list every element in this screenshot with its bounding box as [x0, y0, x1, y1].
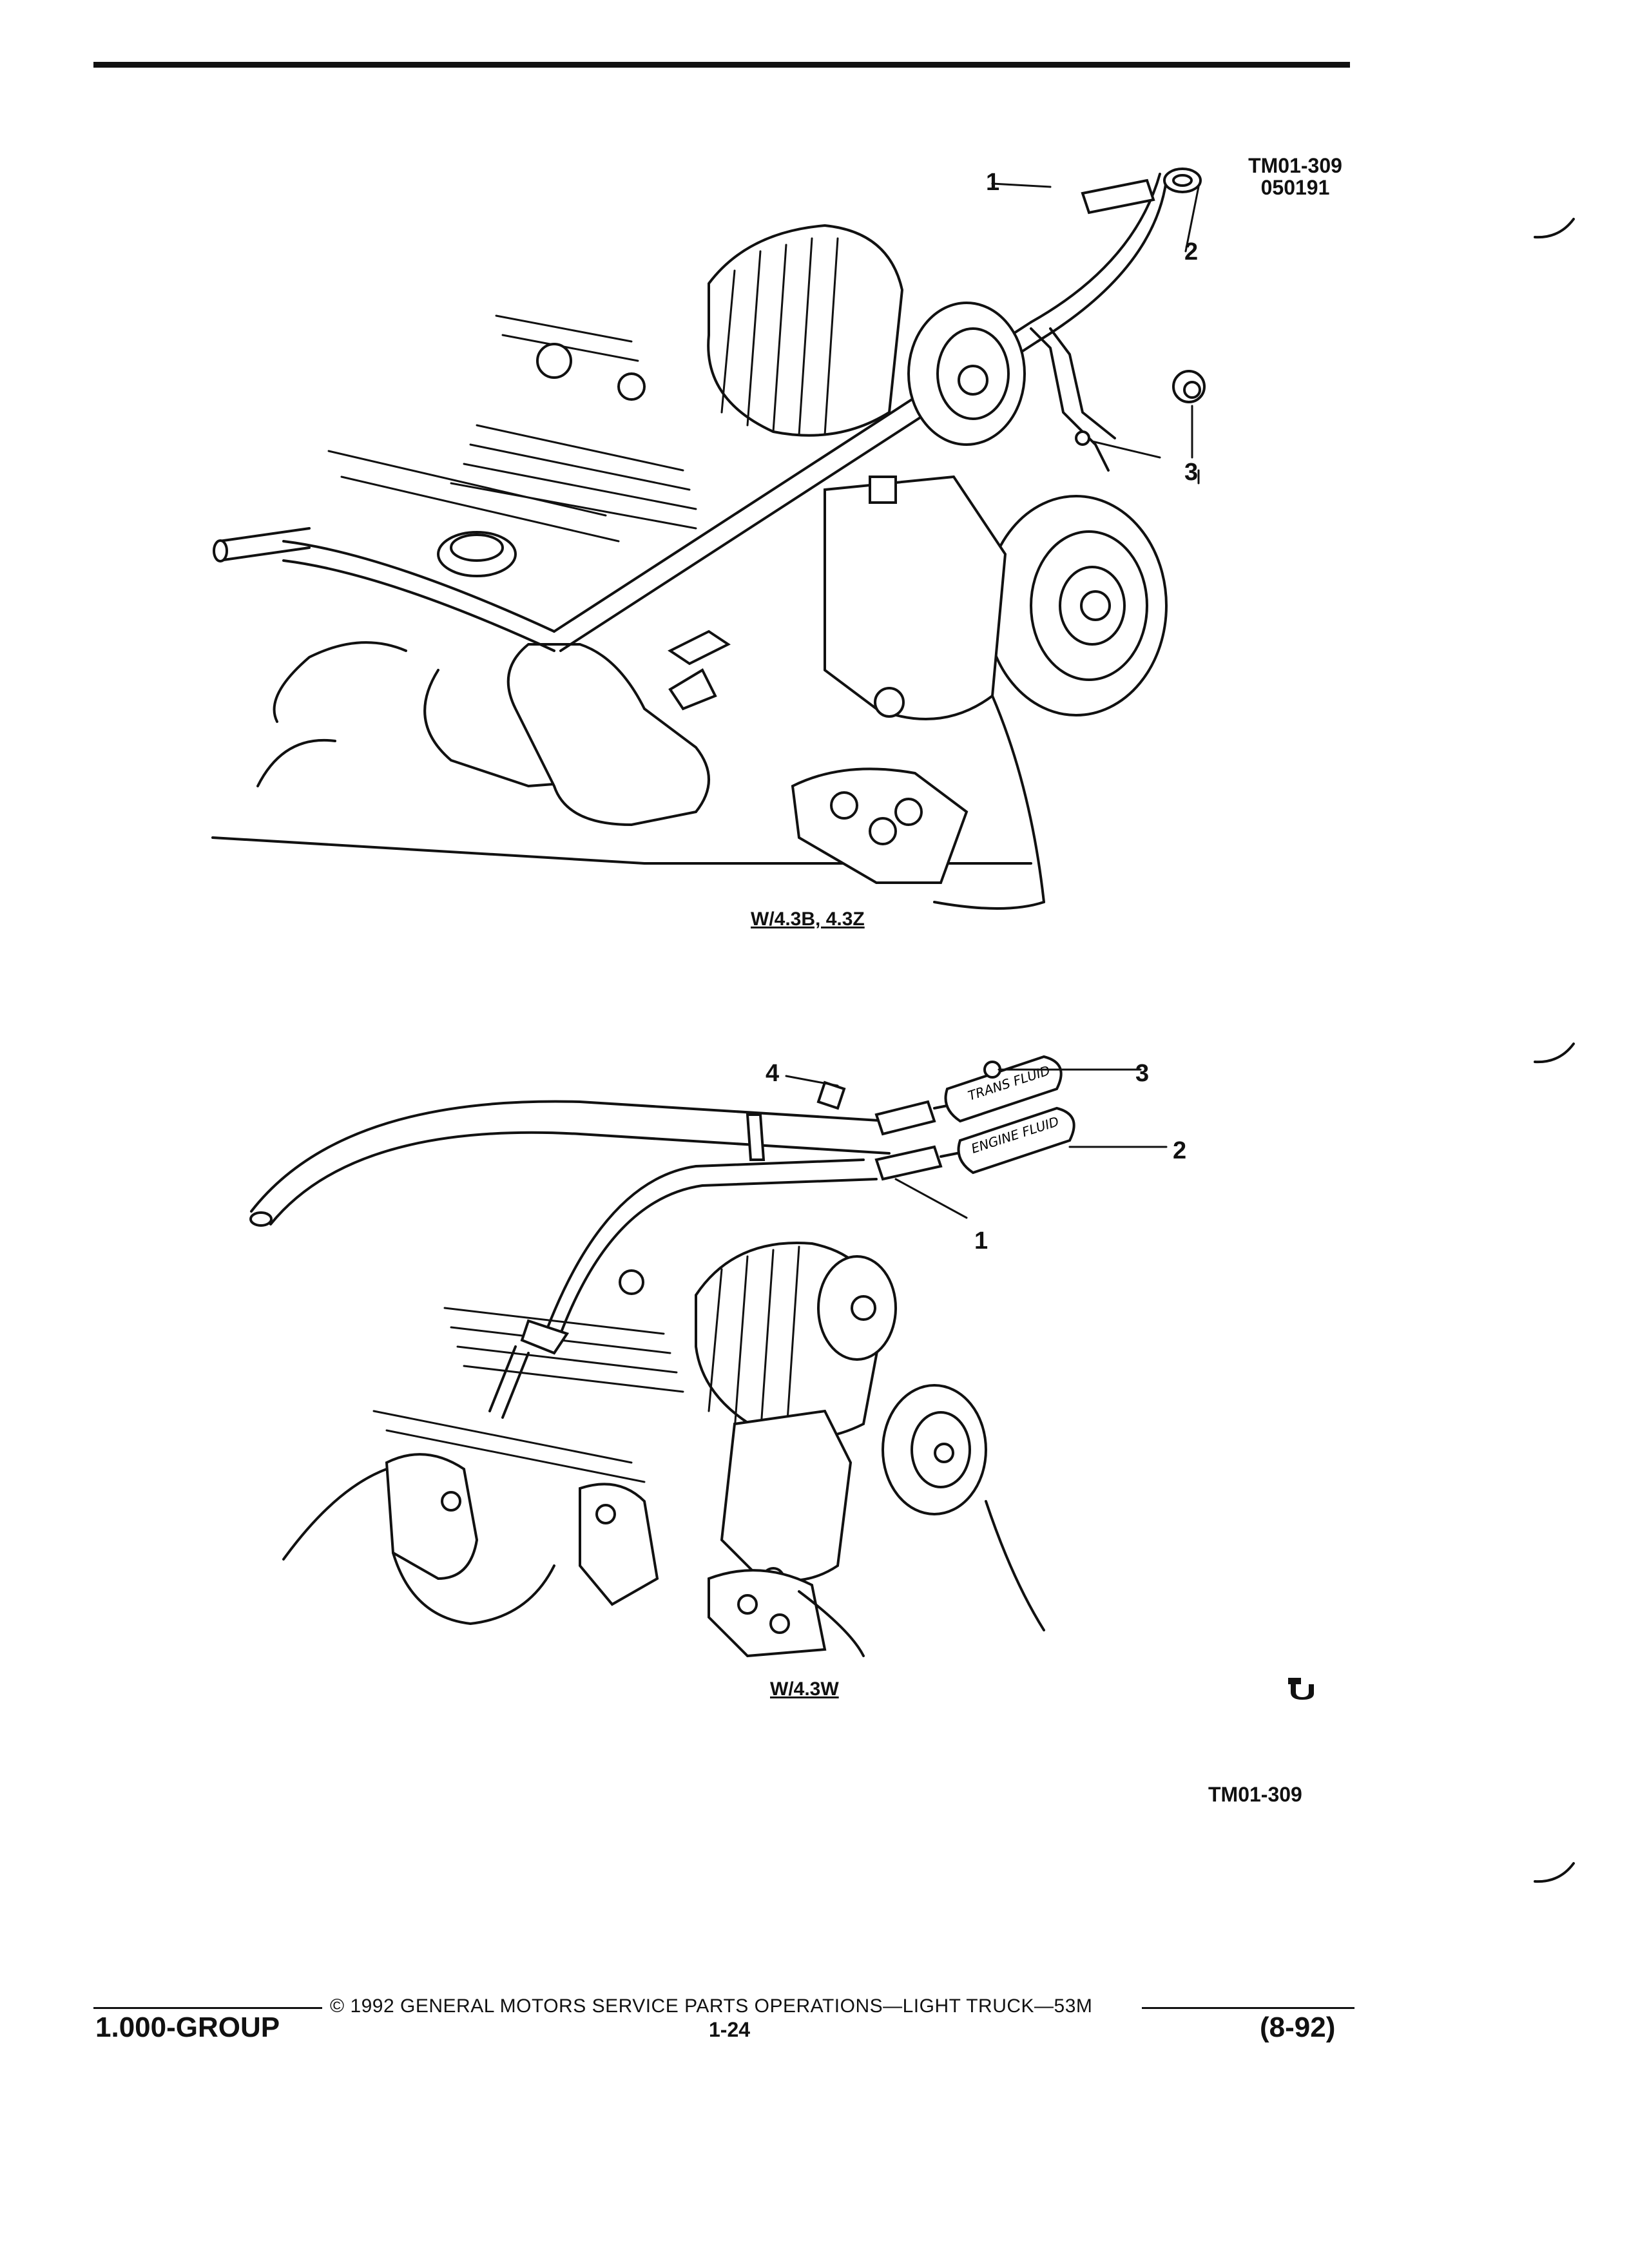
- footer-date: (8-92): [1260, 2012, 1336, 2043]
- binder-hole-icon: [1534, 218, 1575, 239]
- footer-rule-left: [93, 2007, 322, 2009]
- footer-copyright: © 1992 GENERAL MOTORS SERVICE PARTS OPER…: [330, 1995, 1093, 2017]
- bottom-figure-code: TM01-309: [1208, 1783, 1302, 1806]
- footer-group: 1.000-GROUP: [95, 2012, 280, 2043]
- bottom-view-caption: W/4.3W: [770, 1678, 839, 1700]
- header-rule: [93, 62, 1350, 68]
- gm-service-logo-icon: [1288, 1678, 1314, 1700]
- bottom-callout-1: 1: [974, 1227, 988, 1254]
- footer-page-number: 1-24: [709, 2018, 751, 2041]
- binder-hole-icon: [1534, 1862, 1575, 1883]
- footer-rule-right: [1142, 2007, 1354, 2009]
- top-engine-illustration: [211, 168, 1206, 910]
- bottom-callout-2: 2: [1173, 1137, 1187, 1164]
- top-callout-2: 2: [1184, 238, 1199, 265]
- top-view-caption: W/4.3B, 4.3Z: [751, 908, 865, 930]
- valve-cover-ribs: [327, 314, 697, 543]
- top-callout-1: 1: [986, 169, 1000, 196]
- bottom-callout-4: 4: [766, 1060, 780, 1087]
- bottom-callout-3: 3: [1135, 1060, 1150, 1087]
- top-callout-3: 3: [1184, 459, 1199, 486]
- bottom-engine-illustration: TRANS FLUID ENGINE FLUID: [249, 1055, 1168, 1658]
- binder-hole-icon: [1534, 1043, 1575, 1064]
- figure-code-line2: 050191: [1260, 176, 1330, 199]
- figure-code-line1: TM01-309: [1248, 154, 1342, 177]
- figure-code: TM01-309 050191: [1224, 155, 1366, 198]
